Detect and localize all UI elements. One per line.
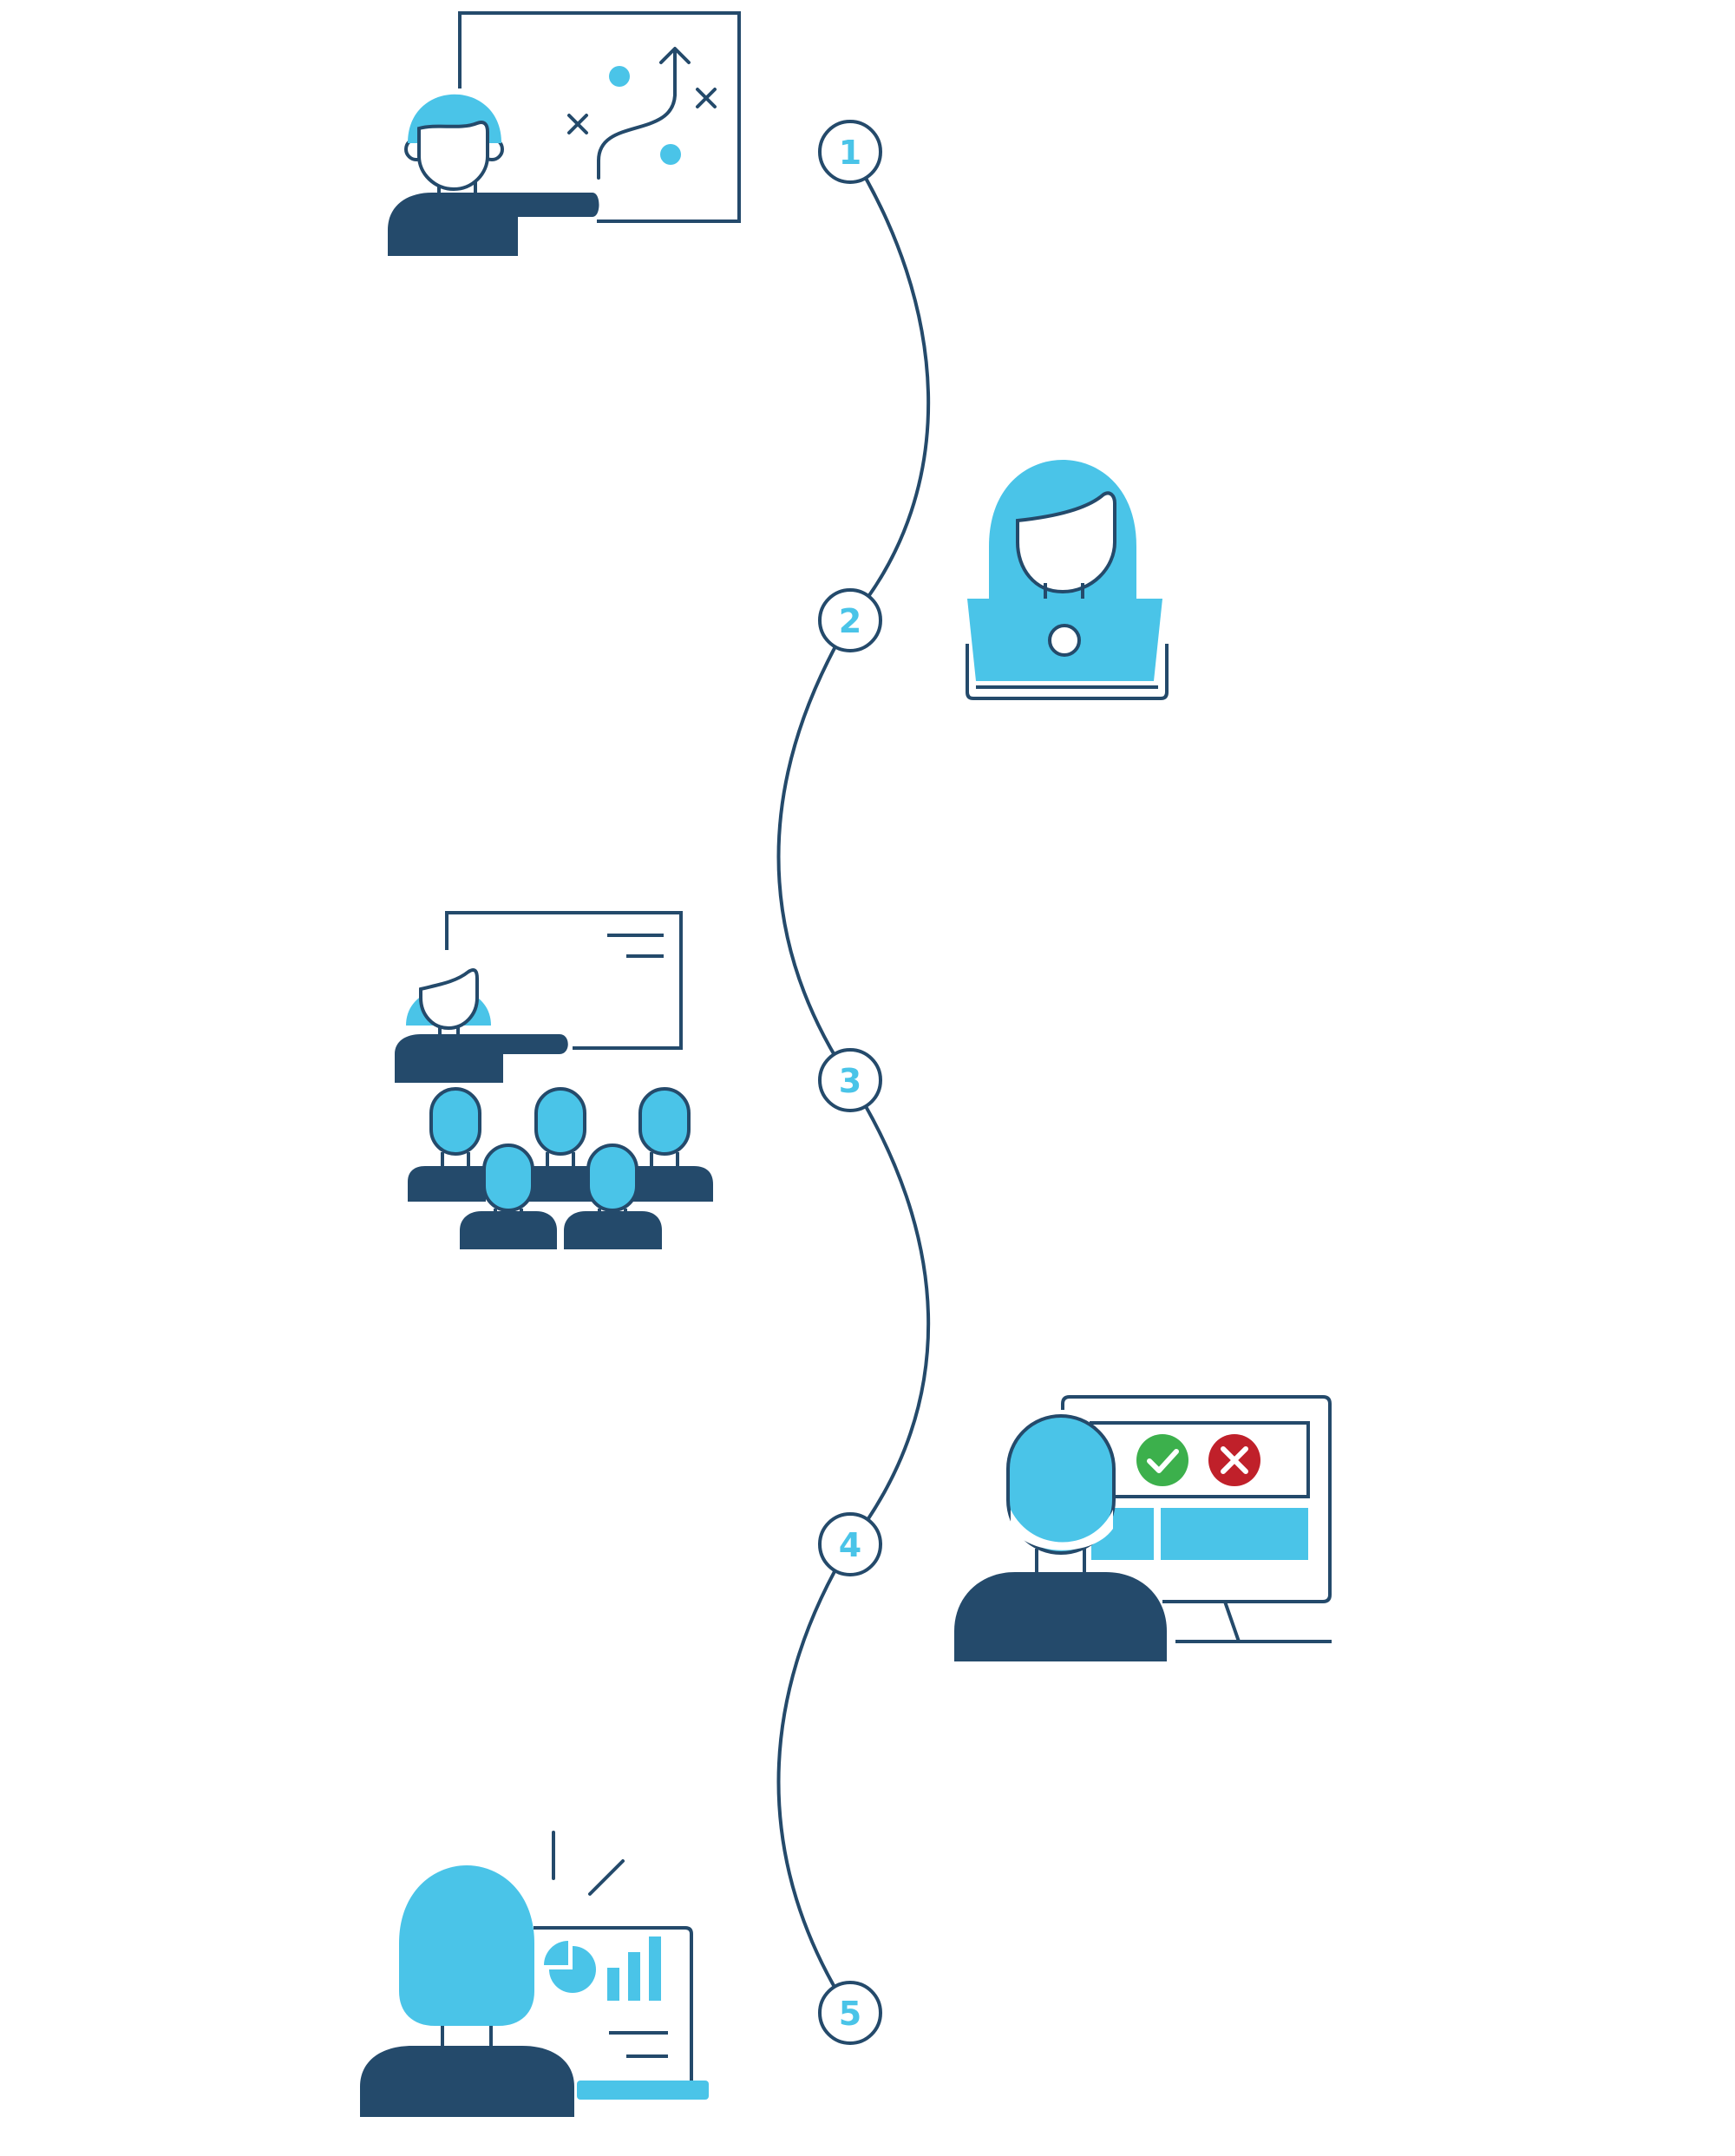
step-marker-5: 5 [818, 1981, 882, 2045]
step-marker-4: 4 [818, 1512, 882, 1576]
classroom-training-icon [395, 911, 713, 1249]
student-back-left [408, 1087, 486, 1202]
student-back-right [616, 1087, 713, 1202]
step-marker-1: 1 [818, 120, 882, 184]
step-number-5: 5 [839, 1995, 861, 2033]
monitor-review-icon [954, 1395, 1332, 1661]
step-number-4: 4 [839, 1526, 861, 1564]
analytics-dashboard-icon [360, 1831, 709, 2117]
step-marker-2: 2 [818, 588, 882, 652]
laptop-user-icon [966, 460, 1169, 700]
step-number-2: 2 [839, 602, 861, 640]
step-number-3: 3 [839, 1062, 861, 1100]
step-marker-3: 3 [818, 1048, 882, 1112]
student-back-middle [512, 1087, 607, 1202]
approve-check-icon [1136, 1434, 1188, 1486]
reject-x-icon [1208, 1434, 1260, 1486]
student-front-left [460, 1144, 557, 1249]
step-number-1: 1 [839, 134, 861, 172]
strategy-presenter-icon [388, 11, 741, 256]
student-front-right [564, 1144, 662, 1249]
